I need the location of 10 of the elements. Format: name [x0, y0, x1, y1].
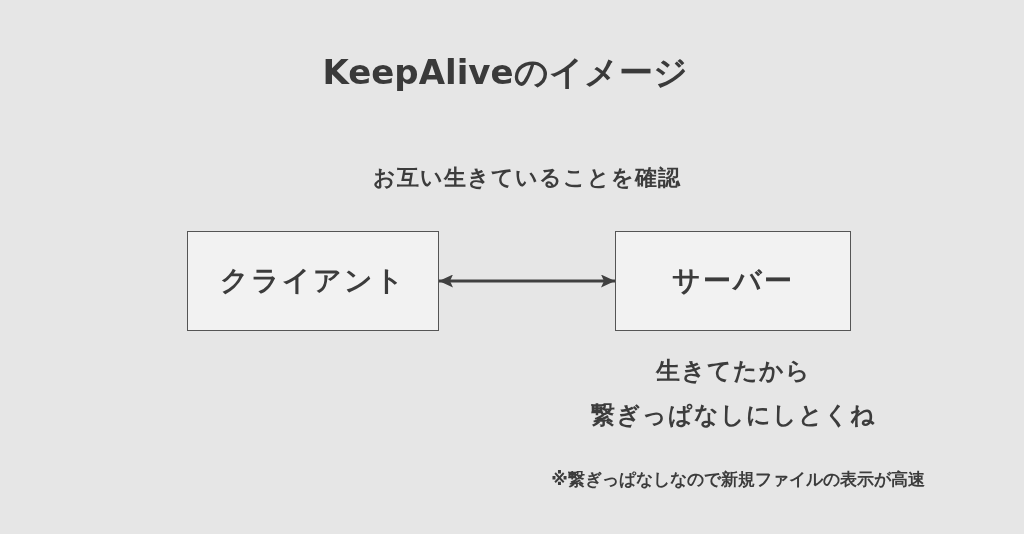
double-arrow — [439, 274, 615, 288]
node-caption: 繋ぎっぱなしにしとくね — [590, 400, 876, 431]
process-box — [615, 231, 851, 331]
footnote: ※繋ぎっぱなしなので新規ファイルの表示が高速 — [551, 468, 925, 491]
title: KeepAliveのイメージ — [322, 51, 688, 94]
process-box — [187, 231, 439, 331]
edge-label: お互い生きていることを確認 — [373, 164, 681, 193]
node-caption: 生きてたから — [655, 356, 811, 387]
box-label: クライアント — [220, 263, 406, 299]
box-label: サーバー — [672, 263, 794, 299]
